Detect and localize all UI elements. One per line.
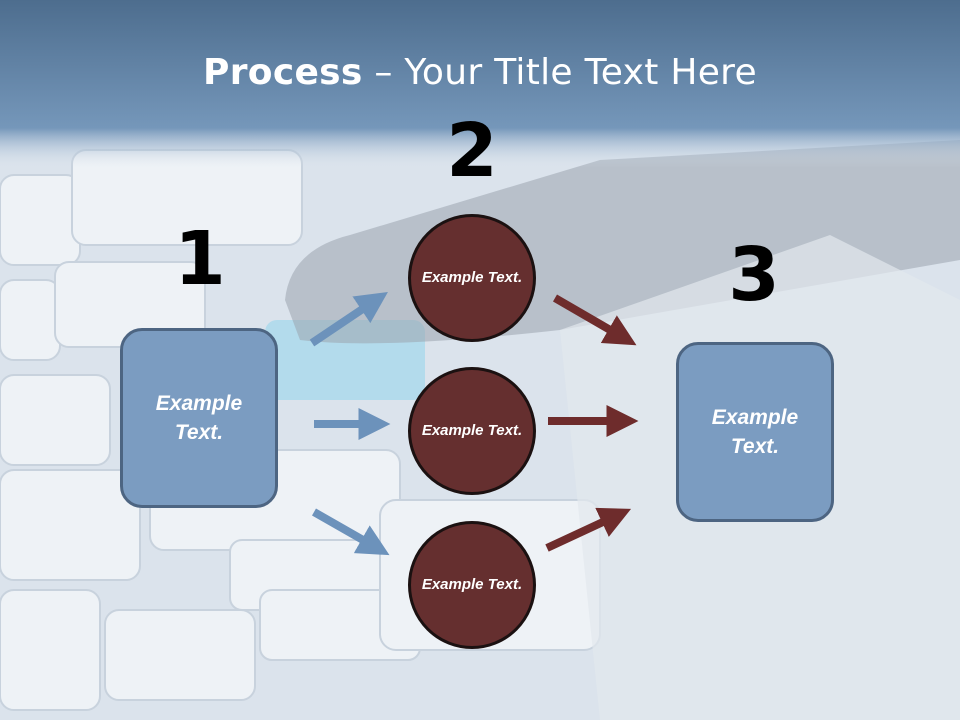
step-number-3: 3 <box>728 232 780 318</box>
process-circle-bottom: Example Text. <box>408 521 536 649</box>
title-rest: – Your Title Text Here <box>362 52 757 93</box>
process-circle-top-text: Example Text. <box>421 268 523 286</box>
process-circle-bottom-text: Example Text. <box>421 575 523 593</box>
title-bold: Process <box>203 52 363 93</box>
slide-title: Process – Your Title Text Here <box>0 52 960 93</box>
step-number-1: 1 <box>174 216 226 302</box>
process-box-right-text: Example Text. <box>711 405 799 458</box>
process-circle-middle: Example Text. <box>408 367 536 495</box>
step-number-2: 2 <box>446 108 498 194</box>
process-box-left: Example Text. <box>120 328 278 508</box>
process-box-right: Example Text. <box>676 342 834 522</box>
process-circle-top: Example Text. <box>408 214 536 342</box>
process-box-left-text: Example Text. <box>155 391 243 444</box>
process-circle-middle-text: Example Text. <box>421 421 523 439</box>
